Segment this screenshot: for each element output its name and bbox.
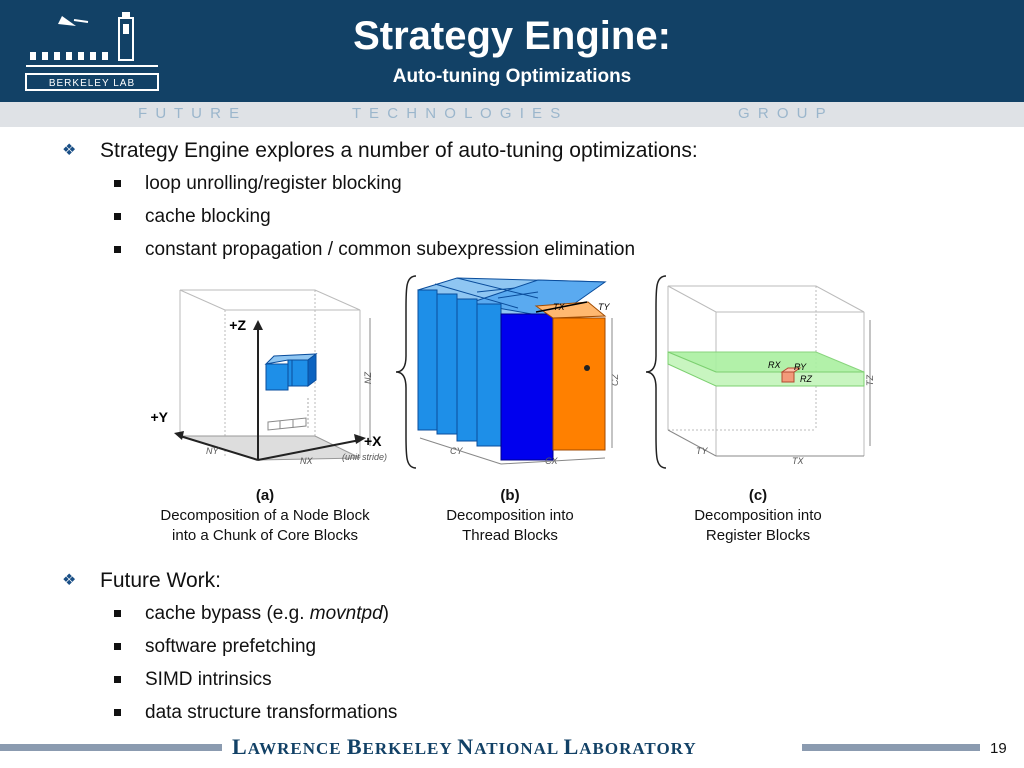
caption-panel-b: (b) Decomposition into Thread Blocks (446, 487, 574, 544)
dim-ty-label-c: TY (696, 446, 708, 456)
square-bullet-icon (114, 610, 121, 617)
page-number: 19 (990, 740, 1007, 757)
dim-ry-label: RY (794, 362, 807, 372)
caption-panel-a: (a) Decomposition of a Node Block into a… (160, 487, 370, 544)
dim-ny-label: NY (206, 446, 219, 456)
dim-ty-label: TY (598, 302, 610, 312)
panel-b-diagram: TX TY CY CX CZ (417, 277, 620, 466)
band-word-future: F U T U R E (138, 105, 242, 122)
panel-c-diagram: RX RY RZ TY TX TZ (667, 285, 875, 466)
logo-text: BERKELEY LAB (49, 78, 135, 89)
diamond-bullet-icon: ❖ (62, 142, 77, 159)
slide-header: BERKELEY LAB Strategy Engine: Auto-tunin… (0, 0, 1024, 102)
berkeley-lab-logo: BERKELEY LAB (25, 12, 159, 91)
slide-title: Strategy Engine: (353, 14, 671, 58)
square-bullet-icon (114, 643, 121, 650)
group-band (0, 102, 1024, 127)
square-bullet-icon (114, 180, 121, 187)
footer-rule-left (0, 744, 222, 751)
slide-subtitle: Auto-tuning Optimizations (392, 66, 632, 87)
dim-cz-label: CZ (610, 374, 620, 386)
axis-x-label: +X (364, 433, 382, 449)
band-word-technologies: T E C H N O L O G I E S (352, 105, 563, 122)
square-bullet-icon (114, 709, 121, 716)
dim-rx-label: RX (768, 360, 781, 370)
brace-left (395, 275, 417, 469)
footer-rule-right (802, 744, 980, 751)
dim-nz-label: NZ (363, 372, 373, 384)
dim-rz-label: RZ (800, 374, 812, 384)
axis-y-label: +Y (150, 409, 168, 425)
caption-panel-c: (c) Decomposition into Register Blocks (694, 487, 822, 544)
panel-a-diagram: +Z +Y +X NY NX NZ (unit stride) (150, 289, 387, 466)
dim-tx-label-c: TX (792, 456, 804, 466)
dim-cy-label: CY (450, 446, 463, 456)
diamond-bullet-icon: ❖ (62, 572, 77, 589)
square-bullet-icon (114, 246, 121, 253)
brace-right (645, 275, 667, 469)
band-word-group: G R O U P (738, 105, 828, 122)
decomposition-figure: +Z +Y +X NY NX NZ (unit stride) TX TY CY… (150, 275, 875, 469)
square-bullet-icon (114, 676, 121, 683)
axis-z-label: +Z (229, 317, 246, 333)
dim-tx-label: TX (553, 302, 565, 312)
unit-stride-note: (unit stride) (342, 452, 387, 462)
lab-name: LAWRENCE BERKELEY NATIONAL LABORATORY (232, 734, 697, 759)
square-bullet-icon (114, 213, 121, 220)
dim-nx-label: NX (300, 456, 313, 466)
group-band-text: F U T U R E T E C H N O L O G I E S G R … (0, 105, 1024, 125)
